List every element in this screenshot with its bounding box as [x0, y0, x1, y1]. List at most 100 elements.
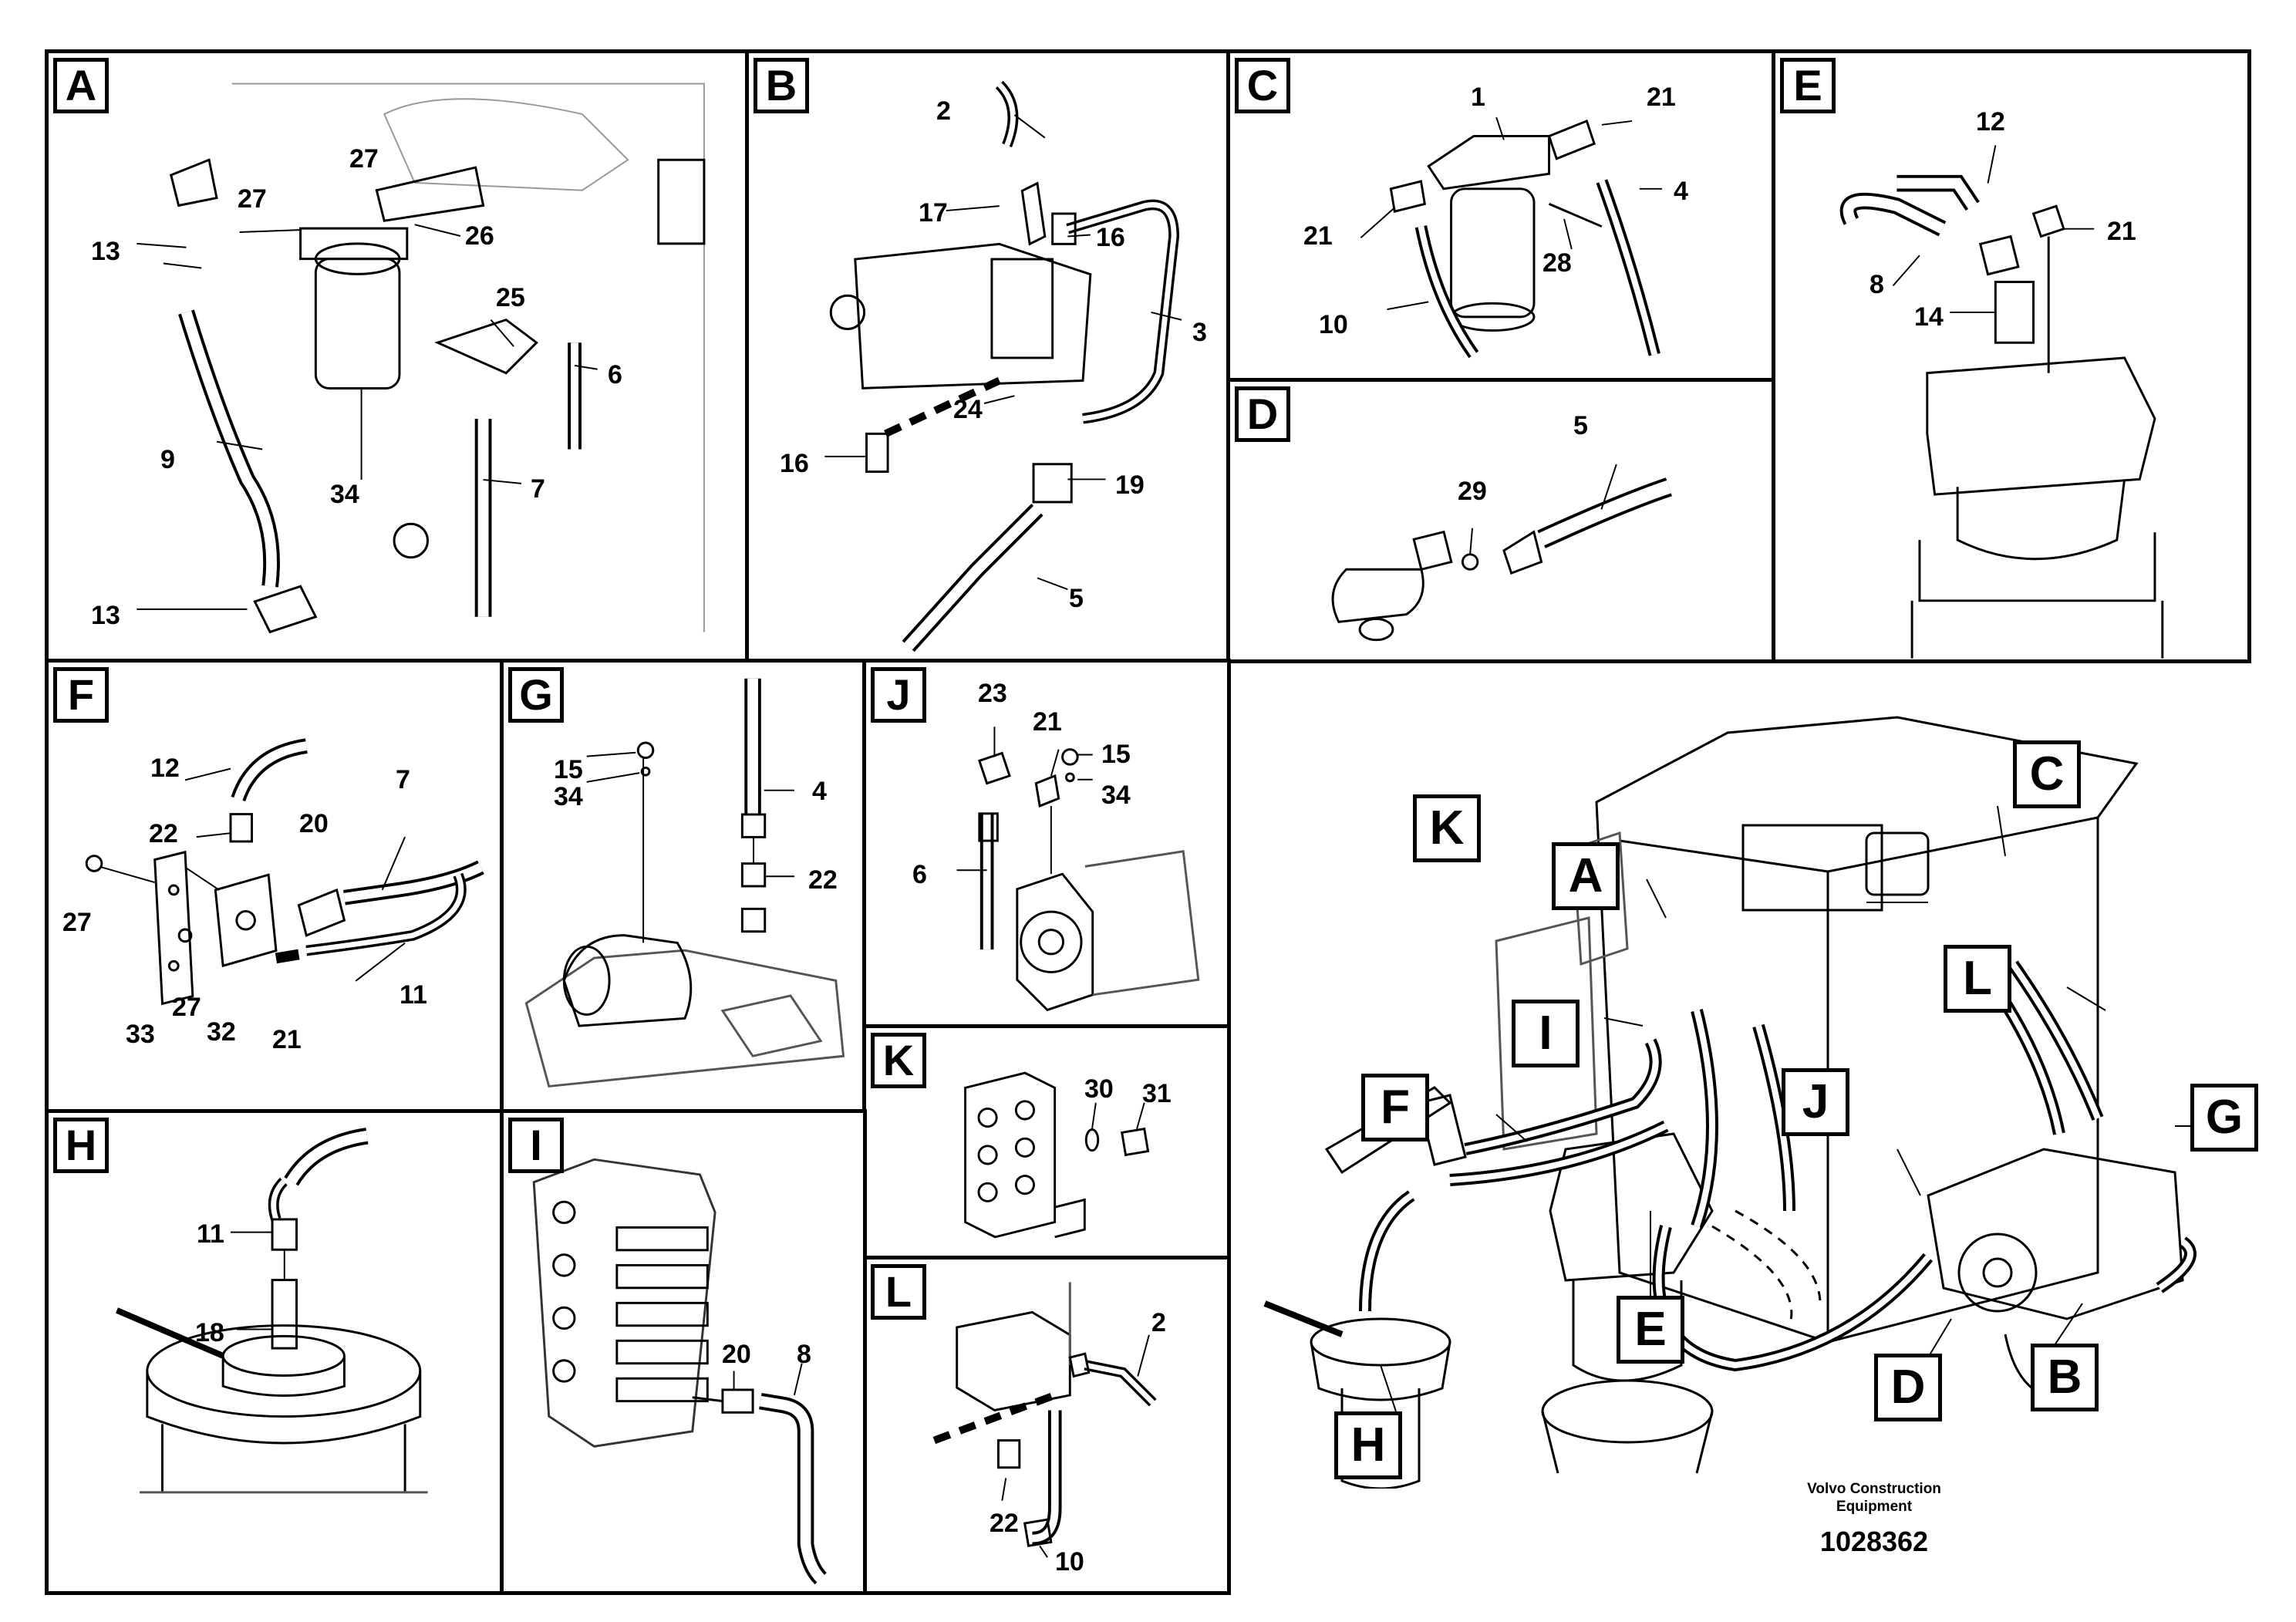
- panel-g-drawing: [524, 678, 845, 1088]
- callout-label: 7: [531, 474, 545, 504]
- panel-letter: H: [53, 1118, 109, 1173]
- panel-f-drawing: [85, 738, 484, 1006]
- panel-a-drawing: [137, 83, 706, 634]
- callout-label: 4: [1674, 177, 1688, 206]
- callout-label: 5: [1069, 584, 1084, 613]
- overview-assembly: C K A L I F J G E D B H: [1234, 671, 2258, 1489]
- callout-label: 34: [1101, 781, 1131, 810]
- callout-label: 25: [496, 283, 525, 312]
- overview-key-d: D: [1874, 1354, 1942, 1421]
- callout-label: 18: [195, 1318, 224, 1347]
- overview-key-b: B: [2031, 1344, 2099, 1411]
- callout-label: 26: [465, 221, 494, 251]
- callout-label: 10: [1319, 310, 1348, 339]
- callout-label: 3: [1192, 318, 1207, 347]
- overview-key-l: L: [1944, 945, 2011, 1013]
- panel-letter: I: [508, 1118, 564, 1173]
- panel-f: F 12 22 20 7 27 27 33 32 21 11: [45, 659, 504, 1114]
- panel-letter: K: [871, 1033, 926, 1088]
- overview-key-a: A: [1552, 842, 1620, 910]
- callout-label: 32: [207, 1017, 236, 1047]
- panel-b: B 2 17 16 3 24 16 19 5: [745, 49, 1231, 663]
- overview-key-j: J: [1782, 1068, 1849, 1136]
- overview-key-k: K: [1413, 794, 1481, 862]
- overview-key-e: E: [1617, 1296, 1684, 1364]
- callout-label: 1: [1471, 83, 1485, 112]
- callout-label: 27: [62, 908, 92, 937]
- callout-label: 16: [780, 449, 809, 478]
- overview-key-c: C: [2013, 740, 2081, 808]
- callout-label: 27: [172, 993, 201, 1022]
- overview-key-i: I: [1512, 1000, 1580, 1067]
- callout-label: 14: [1914, 302, 1944, 332]
- callout-label: 12: [150, 754, 180, 783]
- callout-label: 15: [554, 755, 583, 784]
- callout-label: 28: [1542, 248, 1572, 278]
- panel-d-drawing: [1331, 464, 1672, 642]
- callout-label: 34: [330, 480, 359, 509]
- callout-label: 6: [608, 360, 622, 389]
- panel-letter: L: [871, 1264, 926, 1320]
- panel-g: G 15 34 4 22: [500, 659, 867, 1114]
- drawing-number: 1028362: [1819, 1526, 1929, 1557]
- panel-letter: J: [871, 667, 926, 723]
- callout-label: 20: [299, 809, 329, 838]
- callout-label: 13: [91, 601, 120, 630]
- callout-label: 24: [953, 395, 983, 424]
- panel-e-drawing: [1839, 145, 2164, 659]
- panel-letter: F: [53, 667, 109, 723]
- callout-label: 21: [1647, 83, 1676, 112]
- panel-letter: E: [1780, 58, 1836, 113]
- callout-label: 10: [1055, 1547, 1084, 1576]
- overview-key-h: H: [1334, 1411, 1402, 1479]
- callout-label: 27: [349, 144, 379, 174]
- callout-label: 22: [149, 819, 178, 848]
- callout-label: 8: [1870, 270, 1884, 299]
- panel-l-drawing: [932, 1282, 1157, 1558]
- panel-h-drawing: [115, 1128, 428, 1494]
- callout-label: 9: [160, 445, 175, 474]
- panel-letter: C: [1235, 58, 1290, 113]
- overview-key-f: F: [1361, 1074, 1429, 1141]
- callout-label: 21: [2107, 217, 2136, 246]
- panel-i: I 20 8: [500, 1109, 867, 1595]
- panel-l: L 2 22 10: [862, 1256, 1231, 1595]
- callout-label: 30: [1084, 1074, 1114, 1104]
- panel-a: A 27 27 26 13 25 6 9 34 7 13: [45, 49, 750, 663]
- callout-label: 31: [1142, 1079, 1172, 1108]
- brand-line-1: Volvo Construction: [1807, 1481, 1941, 1497]
- callout-label: 27: [238, 184, 267, 214]
- callout-label: 2: [936, 96, 951, 126]
- panel-j: J 23 21 15 34 6: [862, 659, 1231, 1029]
- callout-label: 11: [400, 980, 427, 1010]
- callout-label: 29: [1458, 477, 1487, 506]
- callout-label: 12: [1976, 107, 2005, 137]
- callout-label: 22: [808, 865, 838, 895]
- callout-label: 13: [91, 237, 120, 266]
- panel-letter: B: [754, 58, 809, 113]
- callout-label: 33: [126, 1020, 155, 1049]
- panel-b-drawing: [824, 80, 1182, 653]
- callout-label: 23: [978, 679, 1007, 708]
- panel-c-drawing: [1360, 116, 1663, 359]
- panel-letter: A: [53, 58, 109, 113]
- callout-label: 4: [812, 777, 827, 806]
- panel-letter: D: [1235, 386, 1290, 442]
- callout-label: 22: [990, 1509, 1019, 1538]
- callout-label: 21: [272, 1025, 302, 1054]
- panel-letter: G: [508, 667, 564, 723]
- callout-label: 2: [1151, 1308, 1166, 1337]
- callout-label: 19: [1115, 470, 1145, 500]
- callout-label: 17: [919, 198, 948, 228]
- panel-d: D 5 29: [1226, 378, 1776, 663]
- callout-label: 11: [197, 1219, 224, 1249]
- callout-label: 6: [912, 860, 927, 889]
- overview-key-g: G: [2190, 1084, 2258, 1152]
- panel-k-drawing: [964, 1071, 1150, 1239]
- callout-label: 8: [797, 1340, 811, 1369]
- panel-e: E 12 21 8 14: [1772, 49, 2251, 663]
- panel-i-drawing: [532, 1158, 828, 1585]
- callout-label: 21: [1033, 707, 1062, 737]
- panel-j-drawing: [956, 727, 1200, 1012]
